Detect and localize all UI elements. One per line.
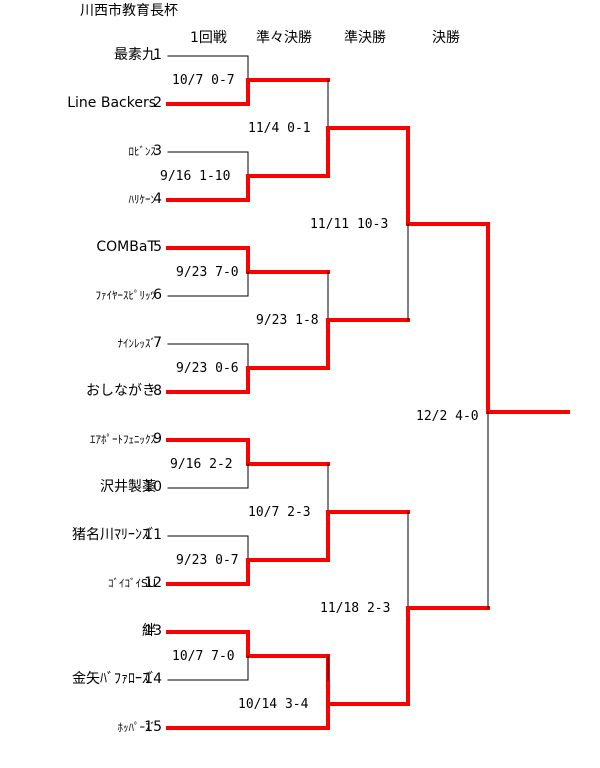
team-name: ﾛﾋﾞﾝｽ: [128, 145, 157, 158]
team-seed: 9: [153, 431, 162, 447]
team-seed: 1: [153, 47, 162, 63]
bracket-line-team-13: [166, 630, 330, 658]
round-header-quarterfinal: 準々決勝: [256, 30, 312, 46]
team-name: 最素九: [114, 47, 156, 63]
team-seed: 2: [153, 95, 162, 111]
tournament-title: 川西市教育長杯: [80, 3, 178, 19]
match-result: 9/23 0-6: [176, 361, 239, 376]
bracket-line-sf1-winner: [406, 126, 490, 226]
match-result: 9/23 1-8: [256, 313, 319, 328]
bracket-line-qf1-winner: [326, 126, 410, 178]
bracket-line-team-5: [166, 246, 330, 274]
match-result: 11/18 2-3: [320, 601, 391, 616]
team-seed: 11: [144, 527, 162, 543]
bracket-line-team-10: [167, 463, 249, 489]
team-seed: 10: [144, 479, 162, 495]
match-result: 9/23 0-7: [176, 553, 239, 568]
round-header-1: 1回戦: [190, 30, 227, 46]
bracket-line-team-12: [166, 558, 330, 586]
bracket-line-team-14: [167, 655, 249, 681]
match-result: 9/16 2-2: [170, 457, 233, 472]
team-seed: 12: [144, 575, 162, 591]
team-name: 金矢ﾊﾞﾌｧﾛｰｽﾞ: [72, 671, 156, 687]
team-seed: 8: [153, 383, 162, 399]
match-result: 10/7 0-7: [172, 73, 235, 88]
team-name: おしながき: [86, 383, 156, 399]
match-result: 10/7 7-0: [172, 649, 235, 664]
match-result: 11/4 0-1: [248, 121, 311, 136]
round-header-final: 決勝: [432, 30, 460, 46]
team-seed: 7: [153, 335, 162, 351]
team-name: ｺﾞｲｺﾞｲSU: [107, 577, 156, 590]
bracket-line-team-6: [167, 271, 249, 297]
team-name: ﾌｧｲﾔｰｽﾋﾟﾘｯﾂ: [95, 289, 157, 302]
team-name: ﾊﾘｹｰﾝ: [128, 193, 157, 206]
match-result: 9/23 7-0: [176, 265, 239, 280]
team-seed: 14: [144, 671, 162, 687]
bracket-line-team-8: [166, 366, 330, 394]
team-name: COMBaT: [96, 239, 156, 255]
team-name: Line Backers: [67, 95, 156, 111]
bracket-line-team-2: [166, 78, 330, 106]
bracket-line-sf2-winner: [406, 606, 490, 706]
match-result: 10/14 3-4: [238, 697, 309, 712]
team-name: ﾅｲﾝﾚｯｽﾞ: [117, 337, 157, 350]
bracket-line-final-winner: [486, 222, 570, 414]
team-seed: 5: [153, 239, 162, 255]
bracket-line-team-3: [167, 151, 249, 177]
team-seed: 3: [153, 143, 162, 159]
match-result: 9/16 1-10: [160, 169, 231, 184]
team-name: 沢井製薬: [100, 479, 156, 495]
match-result: 11/11 10-3: [310, 217, 389, 232]
team-name: 猪名川ﾏﾘｰﾝｽﾞ: [72, 527, 156, 543]
round-header-semifinal: 準決勝: [344, 30, 386, 46]
team-name: ﾎｯﾊﾟｰｽﾞ: [117, 721, 157, 734]
bracket-line-team-1: [167, 55, 249, 81]
match-result: 10/7 2-3: [248, 505, 311, 520]
bracket-line-team-9: [166, 438, 330, 466]
bracket-line-qf3-winner: [326, 510, 410, 562]
team-seed: 6: [153, 287, 162, 303]
bracket-line-team-7: [167, 343, 249, 369]
bracket-line-team-11: [167, 535, 249, 561]
team-seed: 4: [153, 191, 162, 207]
team-name: ｴｱﾎﾟｰﾄﾌｪﾆｯｸｽ: [90, 433, 156, 446]
match-result-final: 12/2 4-0: [416, 409, 479, 424]
bracket-line-qf2-winner: [326, 318, 410, 370]
team-seed: 15: [144, 719, 162, 735]
bracket-line-team-4: [166, 174, 330, 202]
team-seed: 13: [144, 623, 162, 639]
team-name: 絆: [142, 623, 156, 639]
